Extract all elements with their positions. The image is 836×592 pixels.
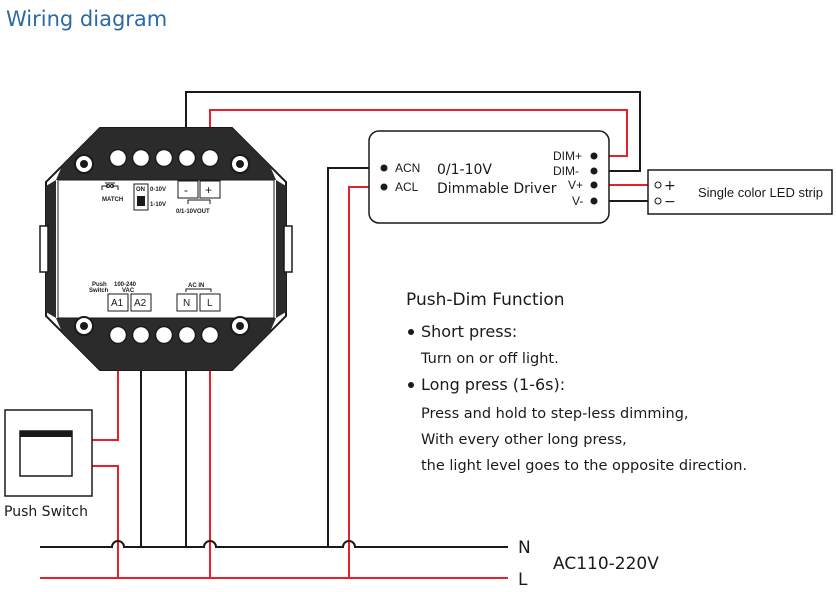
out-label: 0/1-10VOUT (176, 209, 210, 215)
out-plus-label: + (205, 183, 212, 197)
push-switch-button (19, 430, 73, 477)
terminal-a1-label: A1 (111, 298, 124, 309)
controller-left-edge (46, 180, 56, 318)
bottom-terminals (108, 325, 220, 345)
driver-v-plus-dot (590, 181, 598, 189)
terminal-a1-box (107, 293, 129, 312)
mains-l-label: L (518, 570, 528, 590)
top-terminal-3 (154, 148, 174, 168)
match-button-icon (101, 182, 119, 190)
push-switch-label: Push Switch (4, 504, 88, 520)
controller: MATCH ON 0-10V 1-10V - + 0/1-10VOUT Push… (39, 127, 293, 371)
driver-acn-label: ACN (395, 161, 420, 175)
mains-voltage-label: AC110-220V (553, 554, 659, 574)
long-press-desc-3: the light level goes to the opposite dir… (421, 458, 747, 474)
led-minus-label: − (664, 194, 676, 210)
screw-top-left (74, 154, 94, 174)
top-terminal-2 (131, 148, 151, 168)
driver-dim-plus-dot (590, 152, 598, 160)
out-plus-terminal (199, 180, 221, 199)
short-press-title: Short press: (421, 322, 517, 341)
long-press-desc-2: With every other long press, (421, 432, 627, 448)
long-press-desc-1: Press and hold to step-less dimming, (421, 406, 689, 422)
dimmable-driver: ACN ACL 0/1-10V Dimmable Driver DIM+ DIM… (368, 130, 610, 224)
driver-acl-dot (380, 183, 388, 191)
terminal-l-label: L (207, 298, 213, 309)
terminal-n-label: N (183, 298, 190, 309)
top-terminal-5 (200, 148, 220, 168)
bottom-terminal-1 (108, 325, 128, 345)
driver-name-2: Dimmable Driver (437, 181, 557, 197)
driver-name-1: 0/1-10V (437, 162, 492, 178)
led-plus-terminal (654, 181, 662, 189)
controller-right-edge (276, 180, 286, 318)
dip-switch-knob (137, 196, 145, 206)
driver-v-minus-label: V- (572, 194, 583, 208)
screw-top-right (230, 154, 250, 174)
led-minus-terminal (654, 197, 662, 205)
driver-box (368, 130, 610, 224)
mains-n-label: N (518, 538, 531, 558)
bottom-terminal-4 (177, 325, 197, 345)
wire-acl (348, 186, 378, 578)
out-minus-label: - (184, 183, 188, 197)
bottom-terminal-2 (131, 325, 151, 345)
driver-dim-minus-dot (590, 167, 598, 175)
wire-dim-plus (209, 109, 628, 157)
terminal-l-box (199, 293, 221, 312)
push-switch-bar (20, 431, 72, 437)
bottom-terminal-3 (154, 325, 174, 345)
dip-1-10v-label: 1-10V (150, 202, 166, 208)
out-minus-terminal (177, 180, 199, 199)
screw-bottom-right (230, 316, 250, 336)
controller-tab-left (39, 225, 49, 273)
acin-label: AC IN (188, 283, 204, 289)
screw-bottom-left (74, 316, 94, 336)
push-switch: Push Switch (4, 409, 93, 520)
driver-dim-plus-label: DIM+ (553, 149, 582, 163)
bullet-long (408, 382, 414, 388)
top-terminal-4 (177, 148, 197, 168)
terminal-a2-label: A2 (134, 298, 147, 309)
terminal-n-box (176, 293, 198, 312)
driver-v-plus-label: V+ (568, 178, 583, 192)
short-press-desc: Turn on or off light. (420, 351, 559, 367)
led-strip-box (647, 169, 833, 215)
out-bracket (187, 199, 211, 204)
match-label: MATCH (102, 197, 123, 203)
acin-bracket (185, 288, 212, 292)
driver-acl-label: ACL (395, 180, 419, 194)
top-terminal-1 (108, 148, 128, 168)
controller-tab-right (283, 225, 293, 273)
led-plus-label: + (664, 178, 676, 194)
bottom-terminal-5 (200, 325, 220, 345)
vac-label-1: 100-240 (114, 282, 137, 288)
dip-on-label: ON (136, 187, 145, 193)
wire-dim-minus (185, 91, 641, 172)
top-terminals (108, 148, 220, 168)
terminal-a2-box (130, 293, 152, 312)
bullet-short (408, 329, 414, 335)
page-title: Wiring diagram (6, 7, 167, 31)
mains-n-line (40, 540, 508, 548)
dip-0-10v-label: 0-10V (150, 187, 166, 193)
push-dim-heading: Push-Dim Function (406, 290, 565, 310)
driver-v-minus-dot (590, 197, 598, 205)
push-dim-function: Push-Dim Function Short press: Turn on o… (406, 290, 747, 474)
push-label-2: Switch (89, 288, 109, 294)
driver-dim-minus-label: DIM- (553, 164, 579, 178)
wire-acn (327, 167, 378, 547)
led-strip-label: Single color LED strip (698, 185, 823, 200)
vac-label-2: VAC (122, 288, 135, 294)
driver-acn-dot (380, 164, 388, 172)
long-press-title: Long press (1-6s): (421, 375, 565, 394)
controller-panel (57, 179, 275, 319)
push-label-1: Push (92, 282, 107, 288)
led-strip: + − Single color LED strip (647, 169, 833, 215)
